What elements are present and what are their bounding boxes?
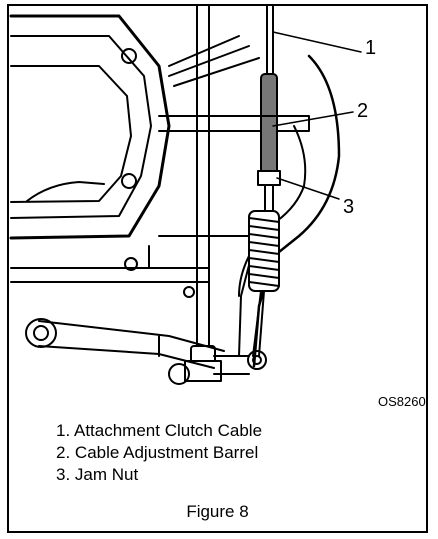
legend-number: 1.	[56, 421, 71, 440]
legend-label: Attachment Clutch Cable	[73, 421, 263, 440]
clutch-cable-illustration	[9, 6, 362, 385]
callout-1: 1	[365, 37, 377, 59]
spring	[248, 210, 280, 292]
callout-2: 2	[357, 100, 369, 122]
legend-label: Cable Adjustment Barrel	[74, 443, 259, 462]
figure-caption: Figure 8	[186, 502, 249, 521]
legend-item: 3. Jam Nut	[56, 464, 262, 486]
legend-number: 2.	[56, 443, 71, 462]
legend-number: 3.	[56, 465, 71, 484]
figure-legend: 1. Attachment Clutch Cable 2. Cable Adju…	[56, 420, 262, 486]
figure-frame: 1 2 3 OS8260 1. Attachment Clutch Cable …	[7, 4, 428, 533]
figure-reference-code: OS8260	[378, 394, 426, 409]
legend-label: Jam Nut	[74, 465, 139, 484]
callout-3: 3	[343, 196, 355, 218]
legend-item: 1. Attachment Clutch Cable	[56, 420, 262, 442]
legend-item: 2. Cable Adjustment Barrel	[56, 442, 262, 464]
